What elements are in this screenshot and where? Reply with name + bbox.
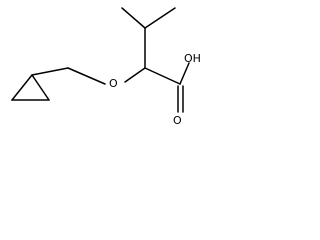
bond-isopropyl-methyl-left [121, 7, 146, 29]
bond-ring-ch2 [31, 67, 69, 76]
bond-isopropyl-methyl-right [144, 7, 176, 29]
bond-carboxyl-oh [179, 62, 190, 85]
bond-ring-2 [31, 74, 50, 101]
chemical-structure: O OH O [11, 7, 201, 127]
bond-o-alpha [124, 67, 146, 83]
hydroxyl-label: OH [184, 52, 201, 65]
bond-alpha-carboxyl [144, 67, 181, 85]
ether-oxygen-label: O [109, 77, 118, 90]
carbonyl-oxygen-label: O [173, 114, 182, 127]
structure-canvas: O OH O [0, 0, 235, 131]
bond-ring-1 [11, 74, 33, 101]
bond-ch2-o [67, 67, 106, 85]
